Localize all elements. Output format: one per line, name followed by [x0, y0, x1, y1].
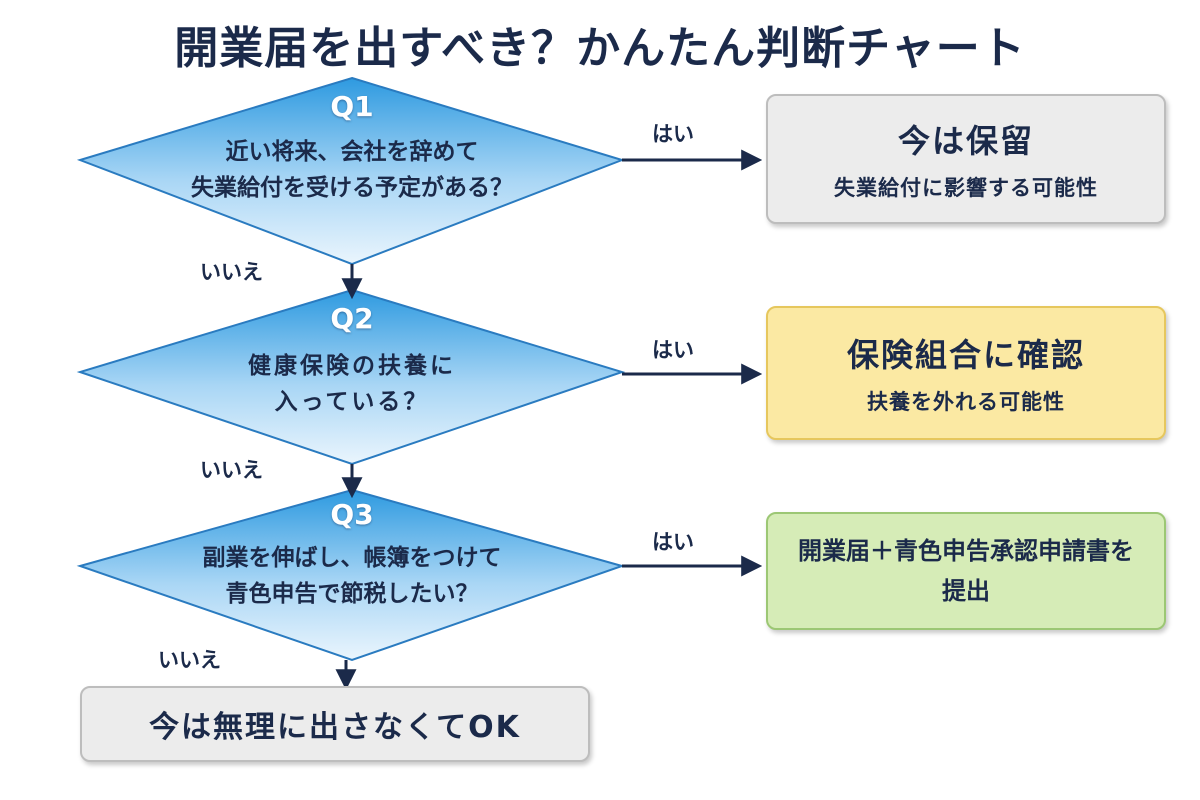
result-submit-line-1: 開業届＋青色申告承認申請書を — [798, 537, 1134, 565]
q2-text-line-2: 入っている？ — [274, 389, 430, 415]
q2-label: Q2 — [330, 302, 374, 335]
q3-no-label: いいえ — [158, 648, 221, 672]
result-submit-line-2: 提出 — [942, 577, 990, 605]
q2-yes-label: はい — [652, 338, 694, 362]
q3-diamond — [76, 488, 626, 662]
result-hold-subtitle: 失業給付に影響する可能性 — [834, 176, 1098, 200]
final-box-no-need: 今は無理に出さなくてOK — [80, 686, 590, 762]
page-title: 開業届を出すべき？かんたん判断チャート — [174, 23, 1026, 74]
result-check-insurance-subtitle: 扶養を外れる可能性 — [867, 390, 1065, 414]
q1-no-label: いいえ — [200, 260, 263, 284]
q2-text-line-1: 健康保険の扶養に — [248, 353, 456, 379]
q3-text-line-1: 副業を伸ばし、帳簿をつけて — [202, 545, 502, 571]
result-hold-title: 今は保留 — [897, 122, 1034, 160]
final-no-need-title: 今は無理に出さなくてOK — [149, 710, 521, 745]
q2-no-label: いいえ — [200, 458, 263, 482]
q1-text: 近い将来、会社を辞めて 失業給付を受ける予定がある？ — [150, 134, 554, 206]
q1-text-line-1: 近い将来、会社を辞めて — [225, 139, 479, 165]
q1-text-line-2: 失業給付を受ける予定がある？ — [191, 175, 513, 201]
q3-text: 副業を伸ばし、帳簿をつけて 青色申告で節税したい？ — [150, 540, 554, 612]
q3-yes-label: はい — [652, 530, 694, 554]
result-box-hold: 今は保留 失業給付に影響する可能性 — [766, 94, 1166, 224]
q2-text: 健康保険の扶養に 入っている？ — [170, 348, 534, 420]
result-box-submit: 開業届＋青色申告承認申請書を 提出 — [766, 512, 1166, 630]
result-check-insurance-title: 保険組合に確認 — [846, 336, 1085, 374]
q1-label: Q1 — [330, 90, 374, 123]
result-box-check-insurance: 保険組合に確認 扶養を外れる可能性 — [766, 306, 1166, 440]
q1-yes-label: はい — [652, 122, 694, 146]
q3-text-line-2: 青色申告で節税したい？ — [225, 581, 479, 607]
q3-label: Q3 — [330, 498, 374, 531]
